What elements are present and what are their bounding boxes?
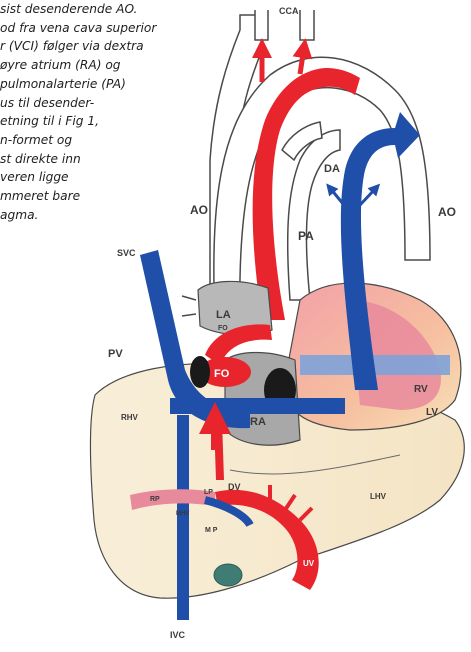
- pa-arrow-right: [360, 188, 376, 205]
- label-rv: RV: [414, 384, 428, 395]
- caption-line: st direkte inn: [0, 150, 230, 169]
- caption-line: etning til i Fig 1,: [0, 112, 230, 131]
- caption-line: pulmonalarterie (PA): [0, 75, 230, 94]
- caption-text: sist desenderende AO. od fra vena cava s…: [0, 0, 230, 224]
- caption-line: sist desenderende AO.: [0, 0, 230, 19]
- label-ivc: IVC: [170, 630, 186, 640]
- caption-line: us til desender-: [0, 94, 230, 113]
- caption-line: veren ligge: [0, 168, 230, 187]
- label-svc: SVC: [117, 248, 136, 258]
- label-pv: PV: [108, 348, 123, 360]
- label-cca: CCA: [279, 6, 299, 16]
- label-pa: PA: [298, 229, 314, 243]
- label-fo: FO: [214, 368, 230, 380]
- fo-dark: [190, 356, 210, 388]
- label-lhv: LHV: [370, 492, 387, 501]
- ivc-flow: [177, 415, 189, 620]
- label-la: LA: [216, 309, 231, 321]
- cca-vessel: [255, 10, 268, 40]
- label-da: DA: [324, 163, 340, 175]
- label-lp: LP: [204, 489, 213, 496]
- caption-line: øyre atrium (RA) og: [0, 56, 230, 75]
- label-ao-right: AO: [438, 205, 456, 219]
- label-rp: RP: [150, 496, 160, 503]
- caption-line: agma.: [0, 206, 230, 225]
- label-mhv: MHV: [176, 511, 189, 517]
- cca-vessel-2: [300, 10, 314, 40]
- label-ra: RA: [250, 416, 266, 428]
- caption-line: r (VCI) følger via dextra: [0, 37, 230, 56]
- caption-line: od fra vena cava superior: [0, 19, 230, 38]
- label-fo-small: FO: [218, 325, 228, 332]
- gallbladder: [214, 564, 242, 586]
- caption-line: mmeret bare: [0, 187, 230, 206]
- label-rhv: RHV: [121, 413, 139, 422]
- label-lv: LV: [426, 407, 438, 418]
- label-uv: UV: [303, 559, 315, 568]
- label-dv: DV: [228, 482, 241, 492]
- pulmonary-veins: [182, 296, 196, 316]
- caption-line: n-formet og: [0, 131, 230, 150]
- blue-to-rv: [170, 398, 345, 414]
- label-mp: M P: [205, 527, 218, 534]
